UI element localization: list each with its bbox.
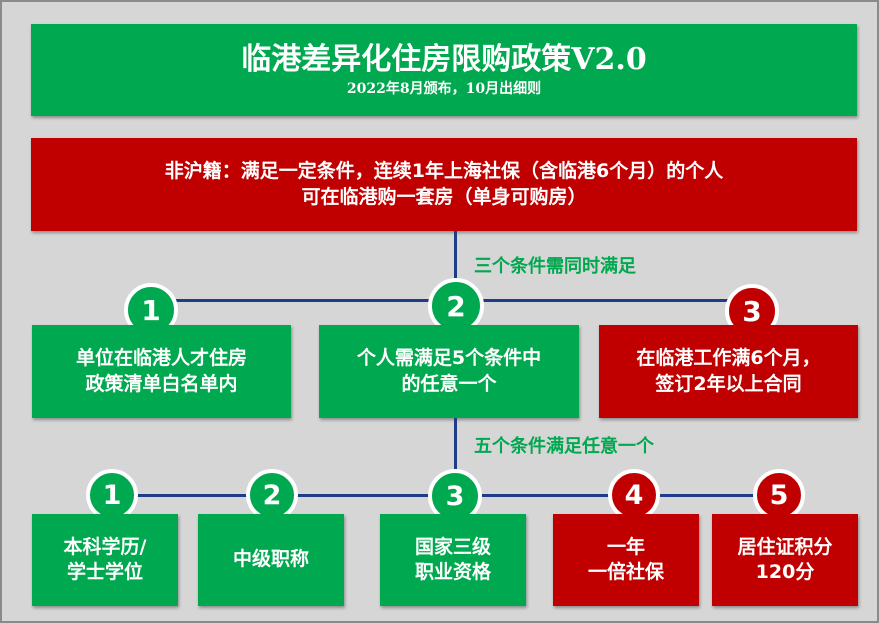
title-banner: 临港差异化住房限购政策V2.0 2022年8月颁布，10月出细则 (31, 24, 857, 116)
policy-banner: 非沪籍：满足一定条件，连续1年上海社保（含临港6个月）的个人 可在临港购一套房（… (31, 138, 857, 231)
page-subtitle: 2022年8月颁布，10月出细则 (346, 80, 542, 97)
option-5-line-1: 居住证积分 (737, 535, 833, 558)
option-number-2: 2 (246, 469, 298, 521)
options-note: 五个条件满足任意一个 (474, 436, 654, 457)
condition-2-line-1: 个人需满足5个条件中 (356, 347, 542, 370)
condition-2-line-2: 的任意一个 (401, 372, 497, 395)
option-1-line-2: 学士学位 (66, 561, 143, 583)
condition-3-line-1: 在临港工作满6个月， (636, 347, 821, 370)
condition-number-2: 2 (428, 278, 484, 334)
page-title: 临港差异化住房限购政策V2.0 (241, 41, 647, 77)
condition-box-1: 单位在临港人才住房 政策清单白名单内 (32, 325, 291, 418)
option-3-line-1: 国家三级 (414, 535, 491, 558)
option-box-5: 居住证积分 120分 (712, 514, 858, 606)
option-1-line-1: 本科学历/ (63, 535, 147, 558)
policy-line-2: 可在临港购一套房（单身可购房） (301, 185, 587, 208)
option-2-line-1: 中级职称 (232, 548, 309, 571)
conditions-note: 三个条件需同时满足 (474, 256, 636, 277)
connector-condition2-to-options (454, 418, 457, 496)
option-3-line-2: 职业资格 (414, 561, 491, 583)
condition-box-3: 在临港工作满6个月， 签订2年以上合同 (599, 325, 858, 418)
condition-1-line-1: 单位在临港人才住房 (75, 347, 247, 370)
option-box-3: 国家三级 职业资格 (380, 514, 526, 606)
option-5-line-2: 120分 (755, 561, 815, 583)
condition-1-line-2: 政策清单白名单内 (85, 372, 238, 395)
option-box-2: 中级职称 (198, 514, 344, 606)
option-box-4: 一年 一倍社保 (553, 514, 699, 606)
condition-box-2: 个人需满足5个条件中 的任意一个 (319, 325, 579, 418)
option-4-line-2: 一倍社保 (587, 561, 664, 583)
option-box-1: 本科学历/ 学士学位 (32, 514, 178, 606)
connector-policy-to-conditions (454, 231, 457, 301)
policy-line-1: 非沪籍：满足一定条件，连续1年上海社保（含临港6个月）的个人 (164, 160, 724, 183)
option-4-line-1: 一年 (606, 535, 645, 558)
option-number-5: 5 (753, 469, 805, 521)
condition-3-line-2: 签订2年以上合同 (655, 372, 802, 395)
